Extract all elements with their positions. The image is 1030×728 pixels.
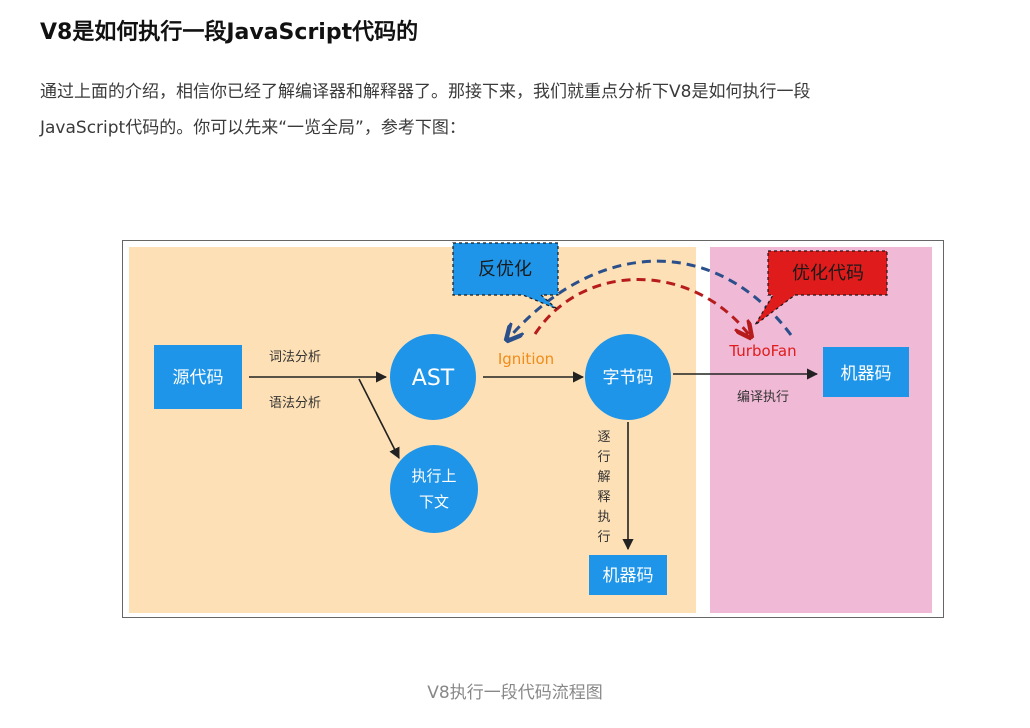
interpret-label: 逐 行 解 释 执 行 <box>597 430 610 545</box>
optimize-label: 优化代码 <box>792 263 864 284</box>
optimize-arrow <box>533 278 750 336</box>
deoptimize-label: 反优化 <box>478 259 532 280</box>
interpret-char-5: 执 <box>597 510 610 525</box>
intro-line-2: JavaScript代码的。你可以先来“一览全局”，参考下图： <box>40 118 466 138</box>
section-heading: V8是如何执行一段JavaScript代码的 <box>40 20 419 45</box>
exec-context-node <box>390 445 478 533</box>
compile-execute-label: 编译执行 <box>737 390 789 405</box>
interpret-char-3: 解 <box>597 470 610 485</box>
exec-context-label-1: 执行上 <box>411 467 456 485</box>
deoptimize-callout <box>452 242 559 310</box>
intro-line-1: 通过上面的介绍，相信你已经了解编译器和解释器了。那接下来，我们就重点分析下V8是… <box>40 82 811 102</box>
machine-code-box-bottom <box>589 555 667 595</box>
lexical-analysis-label: 词法分析 <box>269 350 321 365</box>
ignition-label: Ignition <box>498 350 554 368</box>
bytecode-node <box>585 334 671 420</box>
interpret-char-4: 释 <box>597 490 610 505</box>
intro-paragraph: 通过上面的介绍，相信你已经了解编译器和解释器了。那接下来，我们就重点分析下V8是… <box>40 74 1005 146</box>
machine-code-box-right <box>823 347 909 397</box>
source-code-label: 源代码 <box>173 368 224 388</box>
optimize-callout <box>754 250 888 326</box>
to-exec-context-arrow <box>358 378 400 459</box>
compiler-zone <box>710 247 932 613</box>
turbofan-label: TurboFan <box>728 342 796 360</box>
interpret-char-2: 行 <box>597 450 610 465</box>
interpret-char-1: 逐 <box>597 430 610 445</box>
interpret-char-6: 行 <box>597 530 610 545</box>
exec-context-label-2: 下文 <box>419 493 449 511</box>
machine-code-label-bottom: 机器码 <box>603 566 654 586</box>
source-code-box <box>154 345 242 409</box>
interpreter-zone <box>129 247 696 613</box>
figure-caption: V8执行一段代码流程图 <box>427 683 603 703</box>
diagram-canvas: 源代码 词法分析 语法分析 AST 执行上 下文 Ignition 字节码 Tu… <box>129 242 932 613</box>
ast-label: AST <box>412 366 455 391</box>
deoptimize-arrow <box>508 259 793 339</box>
ast-node <box>390 334 476 420</box>
syntax-analysis-label: 语法分析 <box>269 396 321 411</box>
machine-code-label-right: 机器码 <box>841 364 892 384</box>
bytecode-label: 字节码 <box>603 368 654 388</box>
v8-flow-diagram: 源代码 词法分析 语法分析 AST 执行上 下文 Ignition 字节码 Tu… <box>122 240 944 618</box>
